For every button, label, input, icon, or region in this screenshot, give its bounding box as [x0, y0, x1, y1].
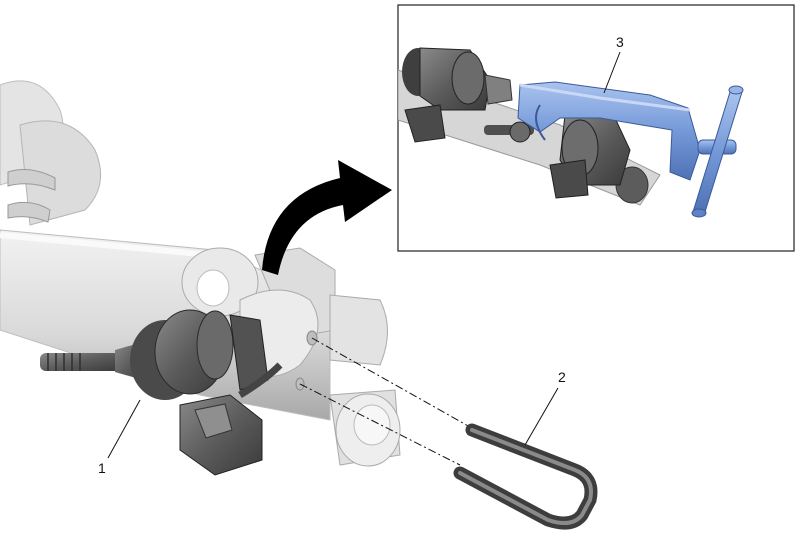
- callout-2: 2: [524, 369, 566, 446]
- callout-label-2: 2: [558, 369, 566, 385]
- callout-1: 1: [98, 399, 141, 476]
- callout-label-3: 3: [616, 34, 624, 50]
- inset-tie-rod: [484, 121, 534, 143]
- clamp-bracket: [179, 362, 283, 476]
- callout-label-1: 1: [98, 460, 106, 476]
- rack-housing-left: [0, 80, 102, 226]
- callout-3: 3: [603, 34, 624, 94]
- inset-clamp-under-tool: [549, 114, 631, 199]
- pin-alignment-guides: [299, 337, 471, 466]
- boot-clamp-collar: [130, 309, 269, 400]
- blue-compression-tool: [517, 81, 744, 218]
- curved-arrow-icon: [262, 160, 392, 275]
- steering-rack-main-view: 1 2: [0, 80, 598, 530]
- detail-inset: 3: [397, 4, 795, 252]
- inset-boot-clamp: [402, 47, 513, 143]
- rack-lower-cylinder: [329, 389, 401, 467]
- rack-boss-block: [181, 247, 388, 391]
- u-shaped-locking-pin: [453, 423, 598, 530]
